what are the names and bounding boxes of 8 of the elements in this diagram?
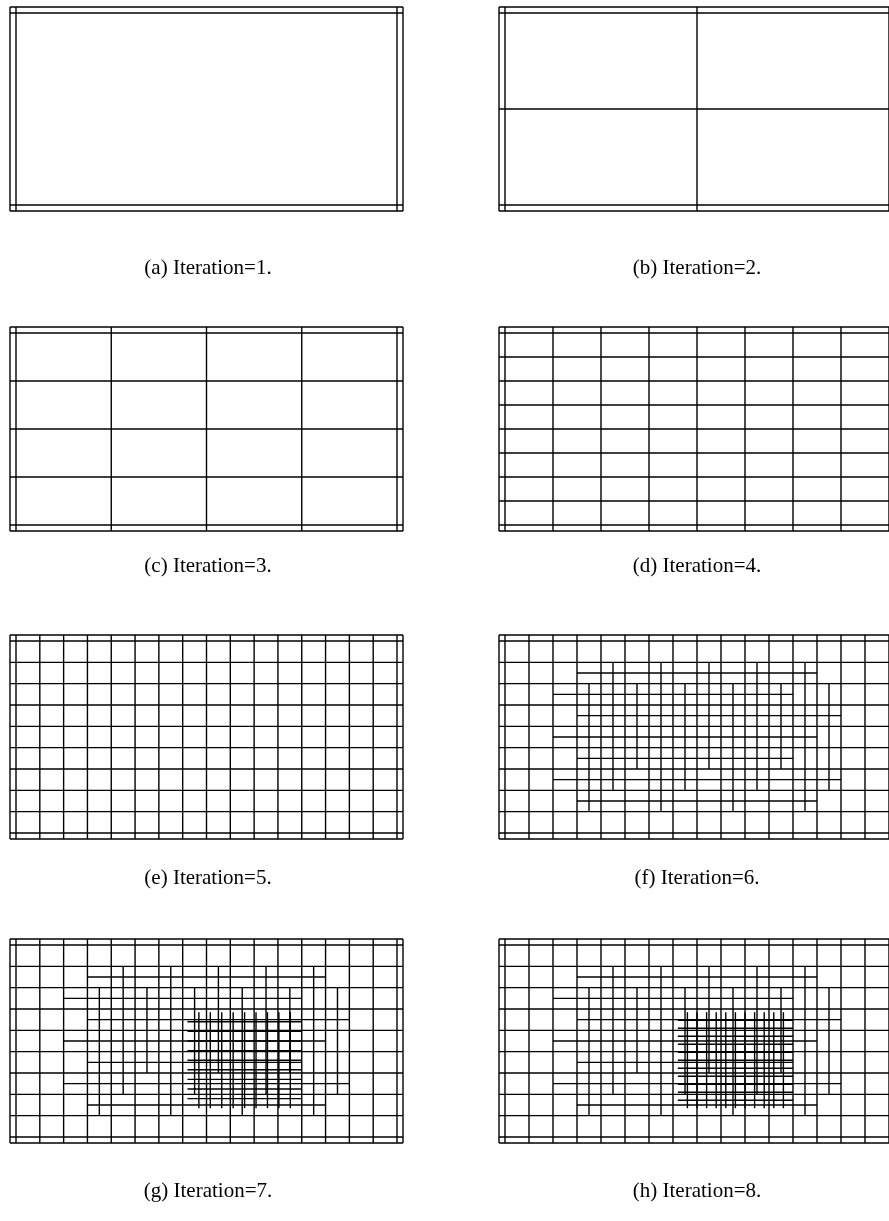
figure-caption: (h) Iteration=8. <box>632 1178 762 1203</box>
figure-caption: (d) Iteration=4. <box>632 553 762 578</box>
figure-caption: (f) Iteration=6. <box>634 865 760 890</box>
figure-caption: (g) Iteration=7. <box>143 1178 273 1203</box>
figure-caption: (a) Iteration=1. <box>144 255 272 280</box>
figure-caption: (b) Iteration=2. <box>632 255 762 280</box>
figure-caption: (c) Iteration=3. <box>144 553 272 578</box>
figure-caption: (e) Iteration=5. <box>144 865 272 890</box>
